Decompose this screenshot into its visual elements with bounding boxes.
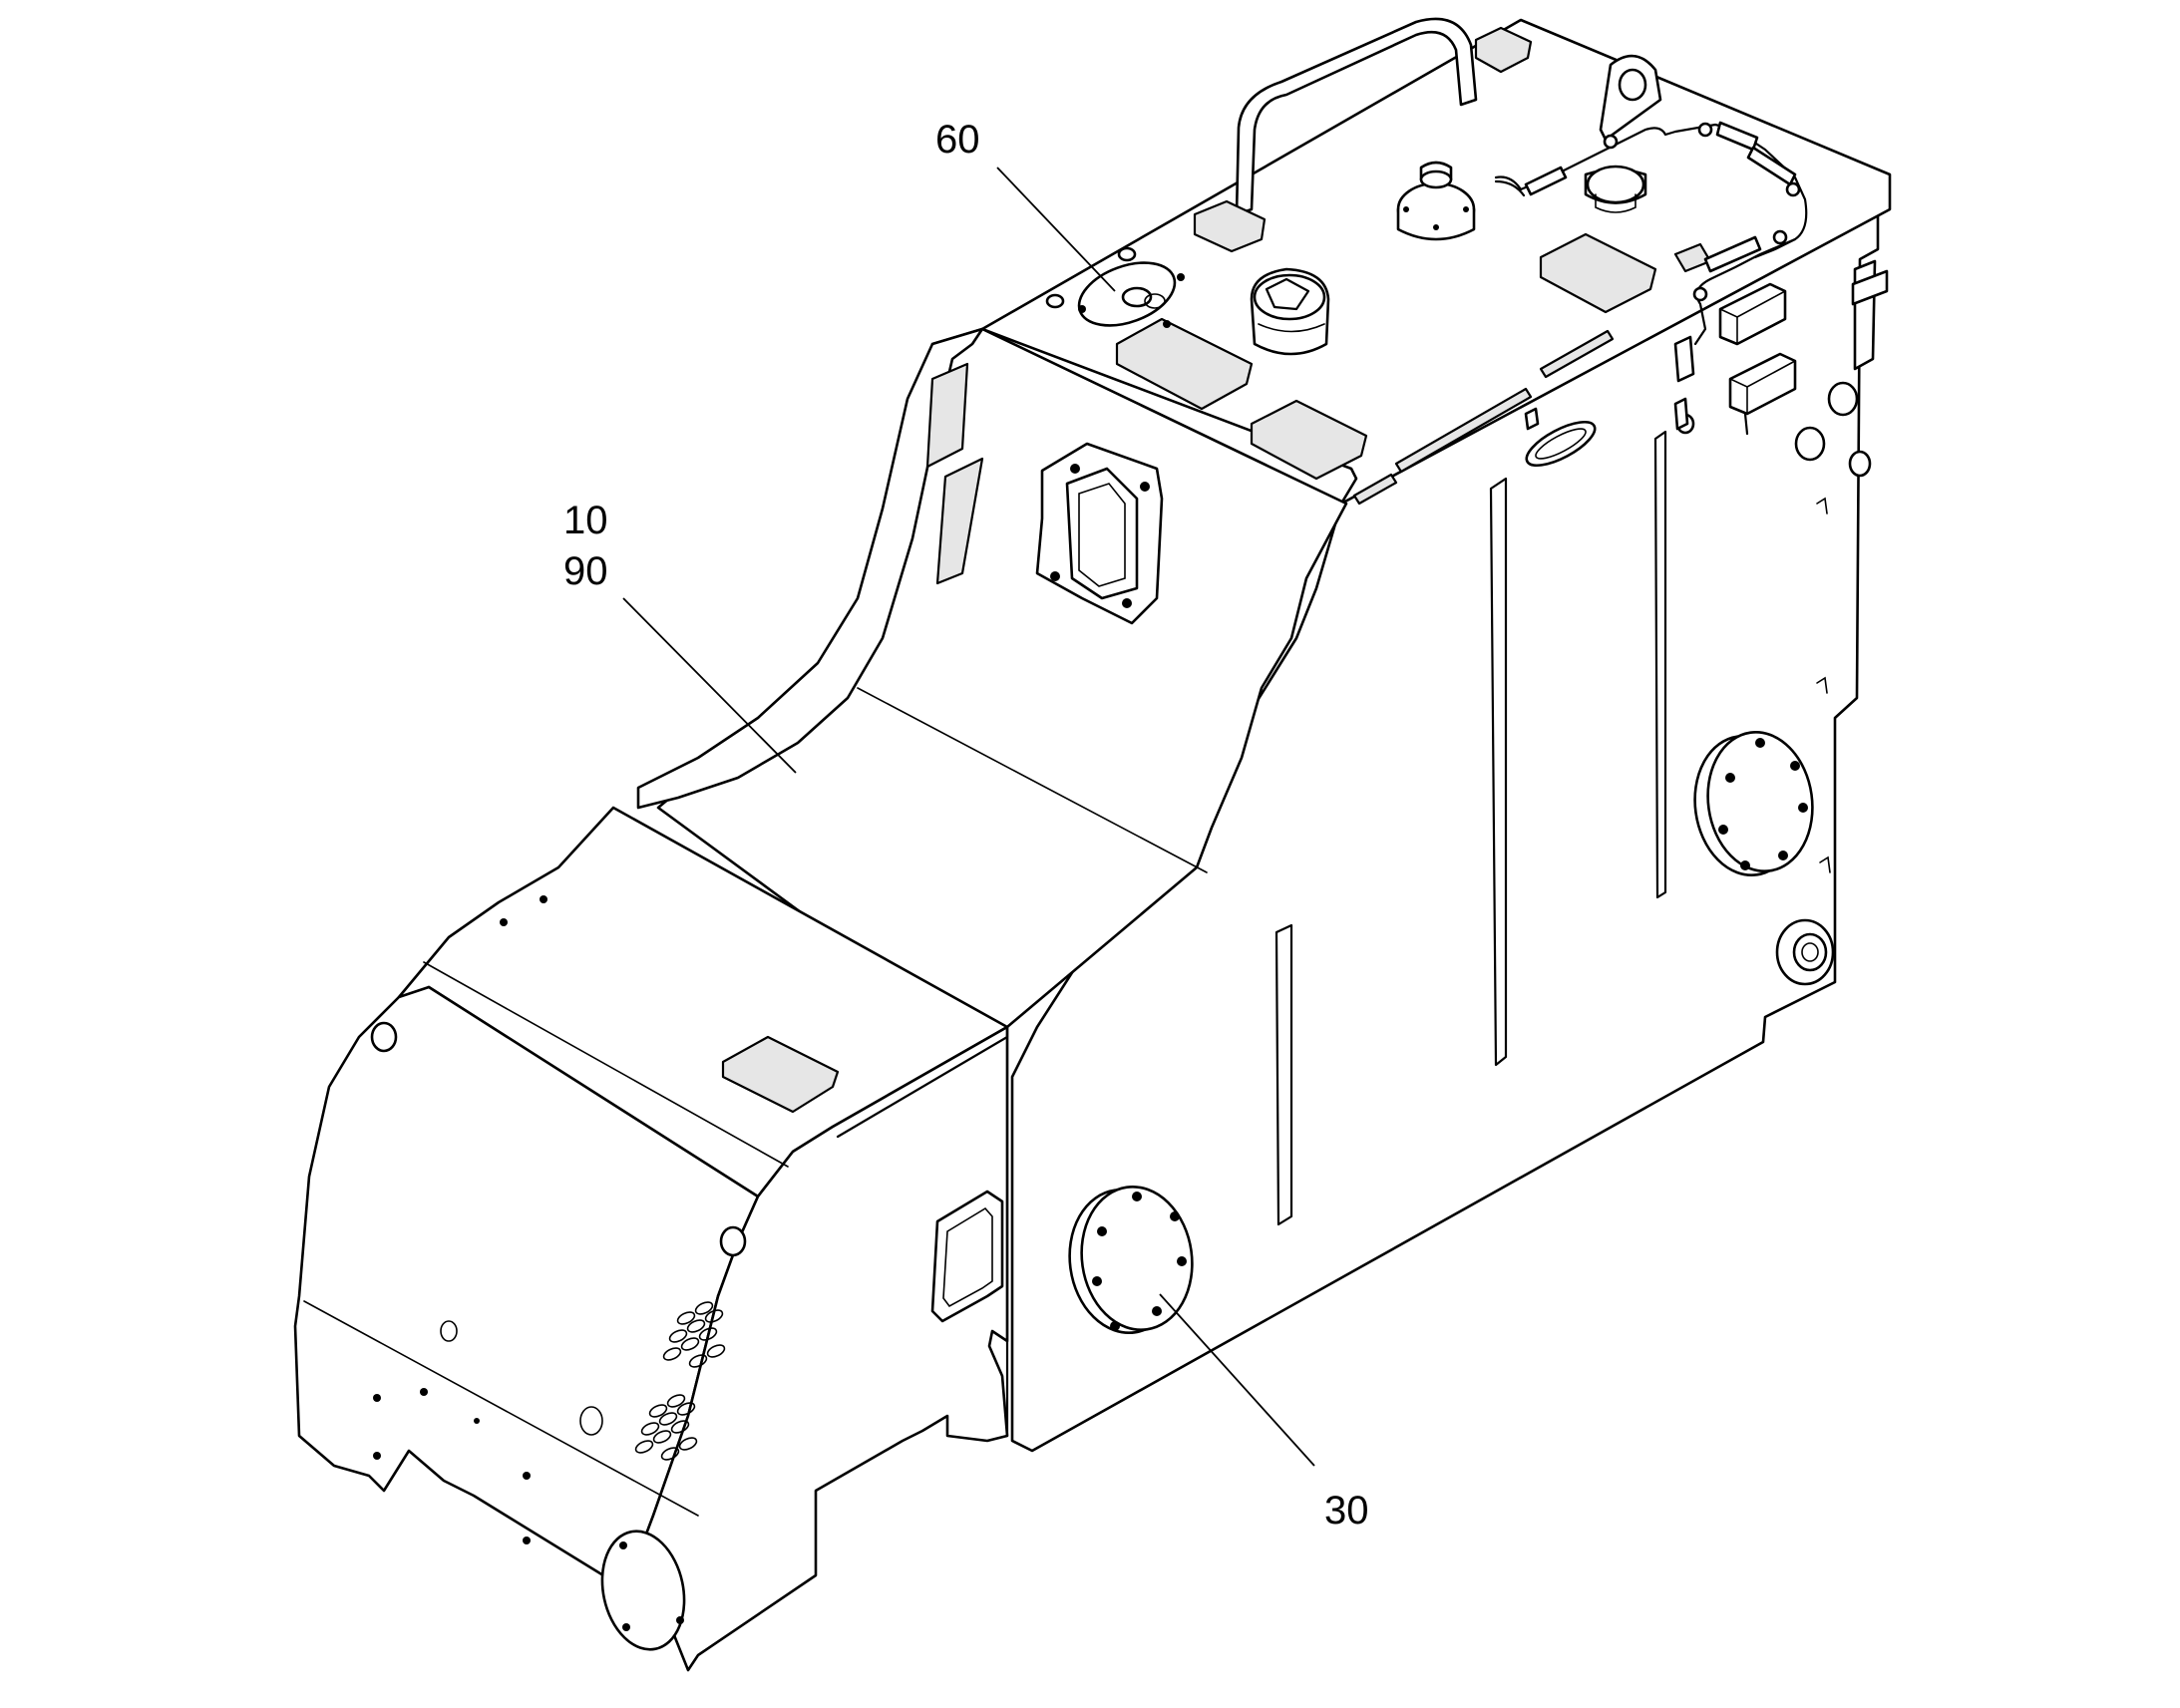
slope-fold-line [857, 687, 1208, 873]
callout-labels: 60 10 90 30 [563, 118, 1369, 1533]
deck-plate-3 [1250, 399, 1368, 481]
level-sensor [1396, 161, 1476, 241]
mount-boss [1775, 918, 1835, 986]
callout-30: 30 [1324, 1489, 1369, 1533]
lifting-eye [1599, 54, 1662, 142]
callout-10: 10 [563, 499, 608, 542]
cover-top-plate [721, 1035, 840, 1114]
cover-bolts [370, 895, 747, 1544]
slope-strip [935, 457, 984, 585]
inspection-cover-lower [1068, 1185, 1194, 1335]
oil-cap [1584, 165, 1647, 213]
weld-seam-1 [1489, 477, 1508, 1067]
cover-window-cutout [930, 1190, 1004, 1323]
deck-strip-2 [1539, 329, 1615, 379]
tank-left-flank [636, 327, 984, 810]
top-deck-details [1045, 17, 1808, 506]
leader-60 [996, 167, 1116, 292]
weld-seam-3 [1274, 923, 1293, 1226]
slope-bracket-plate [925, 362, 969, 469]
cover-lip [831, 1025, 1009, 1139]
callout-60: 60 [935, 118, 980, 162]
deck-strip-3 [1352, 473, 1398, 506]
deck-plate-5 [1474, 26, 1533, 74]
deck-strip-1 [1394, 387, 1533, 474]
wiring-harness [1494, 121, 1808, 346]
lifting-handle [1235, 17, 1478, 216]
callout-90: 90 [563, 549, 608, 593]
slope-oval-port [1035, 442, 1164, 625]
breather-cap [1250, 267, 1330, 356]
cover-round-plate [600, 1530, 686, 1651]
cover-fold-line-upper [423, 961, 789, 1168]
weld-seam-2 [1653, 430, 1667, 899]
leader-10-90 [622, 597, 797, 774]
callout-leaders [622, 167, 1315, 1467]
vent-slots [634, 1301, 726, 1461]
pressure-switches [1673, 282, 1797, 436]
cover-fold-line-lower [303, 1300, 699, 1517]
side-fittings [1675, 381, 1872, 873]
tank-body [636, 18, 1892, 1453]
leader-30 [1159, 1293, 1315, 1467]
inspection-cover-upper [1693, 731, 1814, 876]
deck-oval-port [1524, 407, 1597, 468]
deck-plate-4 [1539, 232, 1657, 314]
rear-bracket-tab [1851, 269, 1889, 306]
deck-plate-2 [1115, 317, 1254, 411]
front-cover-assembly [293, 687, 1208, 1672]
side-face-details [370, 362, 1872, 1651]
deck-plate-1 [1193, 199, 1267, 253]
